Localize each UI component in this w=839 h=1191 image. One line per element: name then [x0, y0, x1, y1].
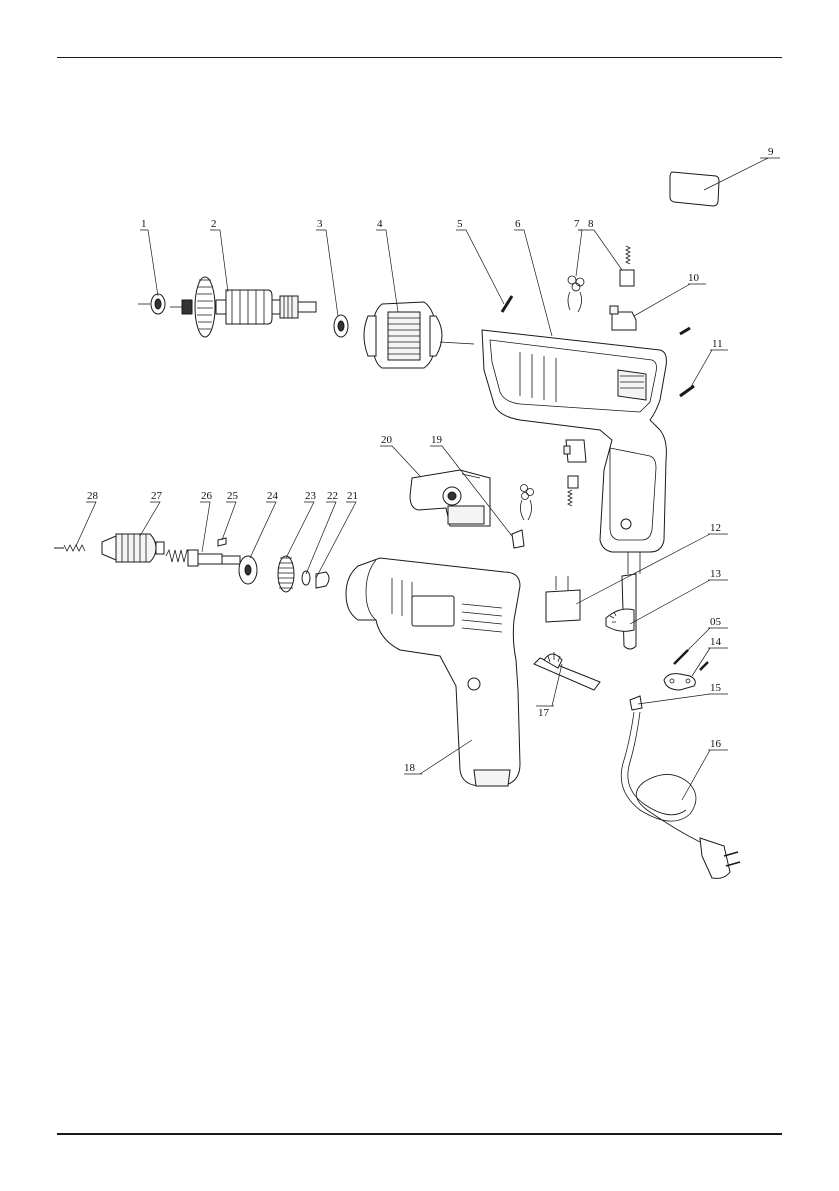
callout-15: 15 — [710, 682, 722, 694]
part-10-brush-holder — [609, 305, 637, 331]
part-3-bearing — [333, 314, 349, 338]
callout-9: 9 — [768, 146, 774, 158]
callout-17: 17 — [538, 707, 550, 719]
part-7-spring-coil — [567, 275, 585, 313]
part-25-key — [217, 537, 227, 547]
callout-11: 11 — [712, 338, 723, 350]
callout-4: 4 — [377, 218, 383, 230]
part-13-side-handle — [605, 551, 641, 650]
callout-12: 12 — [710, 522, 721, 534]
callout-5: 5 — [457, 218, 463, 230]
callout-6: 6 — [515, 218, 521, 230]
part-19-terminal — [511, 484, 534, 549]
callout-27: 27 — [151, 490, 163, 502]
callout-21: 21 — [347, 490, 358, 502]
part-21-bushing — [315, 571, 330, 589]
part-16-power-cord — [620, 711, 741, 879]
part-18-drill-housing — [345, 557, 521, 787]
part-11-screws — [679, 326, 695, 398]
part-1-bearing — [138, 293, 166, 315]
part-27-drill-chuck — [101, 533, 165, 563]
callout-13: 13 — [710, 568, 722, 580]
part-20-switch — [409, 469, 491, 527]
part-14-cord-clamp — [663, 661, 709, 691]
callout-14: 14 — [710, 636, 722, 648]
callout-23: 23 — [305, 490, 317, 502]
part-9-label-plate — [669, 171, 720, 207]
callout-26: 26 — [201, 490, 213, 502]
part-4-stator — [363, 301, 475, 369]
callout-22: 22 — [327, 490, 338, 502]
part-8-carbon-brush — [619, 245, 635, 287]
part-5-screw — [500, 295, 514, 313]
part-6-housing-half — [481, 329, 667, 553]
part-12-connector — [545, 576, 581, 623]
callout-20: 20 — [381, 434, 393, 446]
callout-1: 1 — [141, 218, 147, 230]
callout-18: 18 — [404, 762, 416, 774]
part-2-armature — [170, 276, 317, 338]
header-rule — [57, 57, 782, 58]
footer-rule — [57, 1133, 782, 1135]
callout-28: 28 — [87, 490, 99, 502]
callout-3: 3 — [317, 218, 323, 230]
part-brush-holder-lower — [563, 439, 587, 507]
callout-05: 05 — [710, 616, 722, 628]
part-22-washer — [301, 570, 311, 586]
leader-lines — [75, 157, 780, 801]
callout-24: 24 — [267, 490, 279, 502]
part-28-bit — [54, 544, 86, 552]
callout-labels: 1 2 3 4 5 6 7 8 9 10 11 12 13 05 14 15 1… — [87, 146, 774, 774]
callout-19: 19 — [431, 434, 443, 446]
part-26-spindle — [165, 548, 241, 567]
callout-16: 16 — [710, 738, 722, 750]
callout-10: 10 — [688, 272, 700, 284]
part-17-lever — [533, 652, 601, 691]
part-24-bearing — [238, 555, 258, 585]
callout-25: 25 — [227, 490, 239, 502]
part-15-cord-protector — [629, 695, 643, 711]
callout-2: 2 — [211, 218, 217, 230]
callout-7: 7 — [574, 218, 580, 230]
callout-8: 8 — [588, 218, 594, 230]
part-23-gear — [277, 555, 295, 593]
